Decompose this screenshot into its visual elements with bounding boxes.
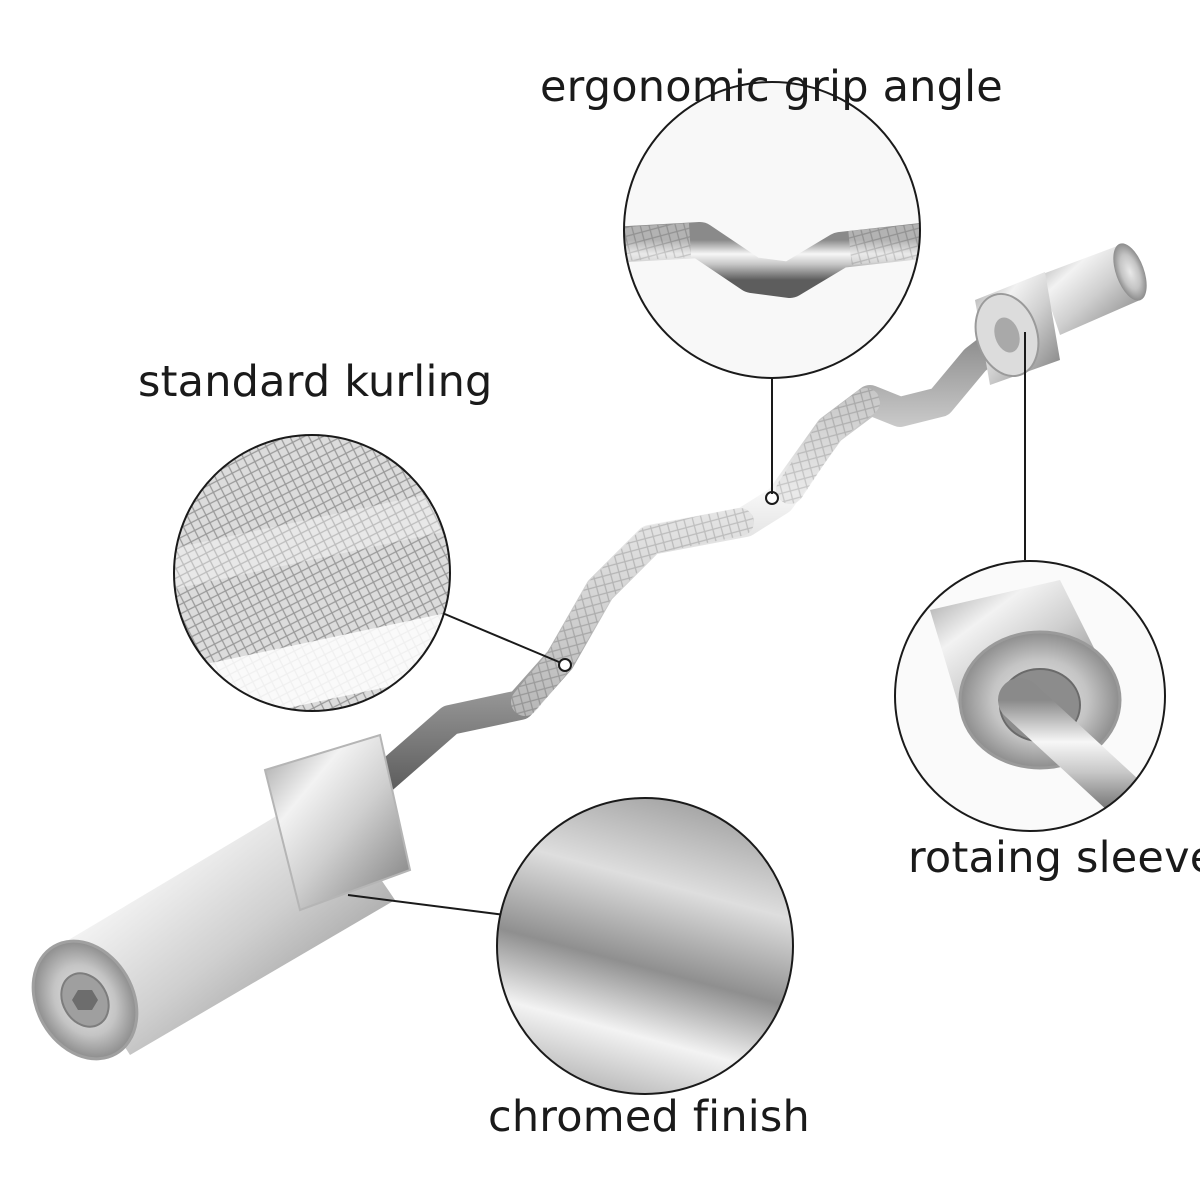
zoom-circle-grip	[623, 81, 921, 379]
label-grip-angle: ergonomic grip angle	[540, 62, 1003, 112]
label-kurling: standard kurling	[138, 357, 493, 407]
barbell-knurl-right	[776, 388, 880, 504]
zoom-circle-sleeve	[894, 560, 1166, 832]
left-sleeve	[31, 733, 412, 1061]
barbell	[31, 243, 1147, 1061]
barbell-knurl-left	[511, 508, 754, 716]
callout-lines	[347, 332, 1026, 916]
right-sleeve	[974, 243, 1147, 385]
label-rotating-sleeve: rotaing sleeve	[908, 833, 1200, 883]
label-chromed-finish: chromed finish	[488, 1092, 810, 1142]
